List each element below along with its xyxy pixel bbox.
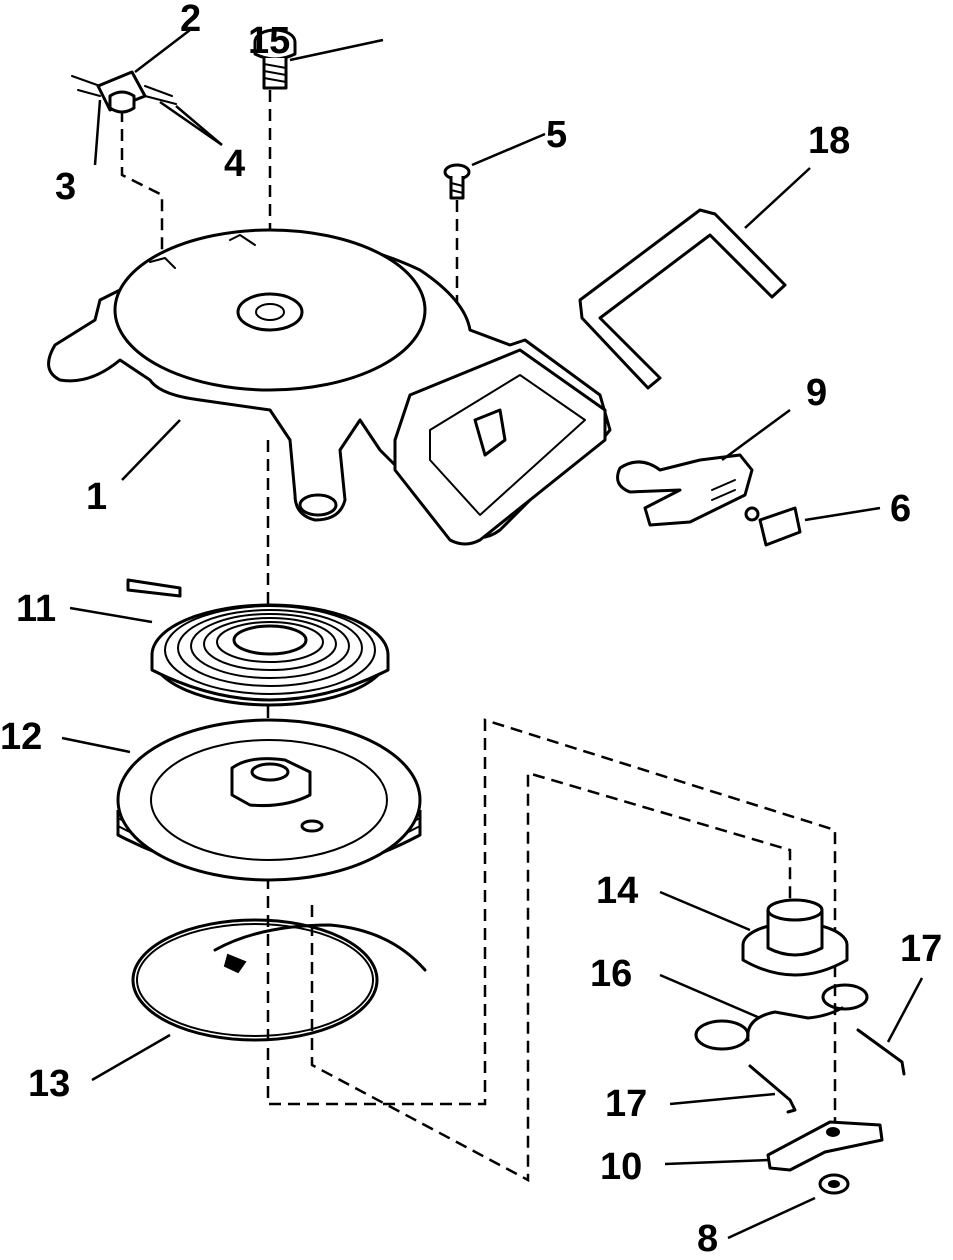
label-part-13: 13	[28, 1063, 71, 1105]
spring-part-17b	[748, 1064, 797, 1114]
label-part-10: 10	[600, 1146, 643, 1188]
label-part-18: 18	[808, 120, 851, 162]
bracket-part-18	[578, 208, 787, 390]
spring-part-17a	[856, 1028, 906, 1076]
hub-part-14	[741, 898, 849, 977]
label-part-17-top: 17	[900, 928, 943, 970]
pulley-part-12	[116, 718, 422, 882]
rope-part-13	[131, 918, 427, 1042]
connector-part-2	[71, 70, 177, 114]
label-part-9: 9	[806, 372, 828, 414]
label-part-4: 4	[224, 143, 246, 185]
handle-part-9	[616, 453, 754, 527]
link-part-16	[694, 983, 869, 1051]
label-part-17-bottom: 17	[605, 1083, 648, 1125]
label-part-11: 11	[16, 588, 57, 630]
label-part-2: 2	[180, 0, 202, 40]
housing-part-1	[47, 228, 612, 546]
screw-part-15	[253, 28, 297, 90]
label-part-1: 1	[86, 476, 108, 518]
leader-lines	[61, 29, 924, 1240]
label-part-6: 6	[890, 488, 912, 530]
spring-part-11	[126, 578, 390, 707]
insert-part-6	[744, 506, 802, 547]
label-part-8: 8	[697, 1218, 719, 1260]
label-part-15: 15	[248, 20, 291, 62]
clip-part-8	[818, 1173, 850, 1195]
screw-part-5	[443, 163, 471, 200]
label-part-3: 3	[55, 166, 77, 208]
label-part-5: 5	[546, 114, 568, 156]
label-part-16: 16	[590, 953, 633, 995]
label-part-12: 12	[0, 716, 43, 758]
pawl-part-10	[766, 1120, 884, 1172]
label-part-14: 14	[596, 870, 639, 912]
